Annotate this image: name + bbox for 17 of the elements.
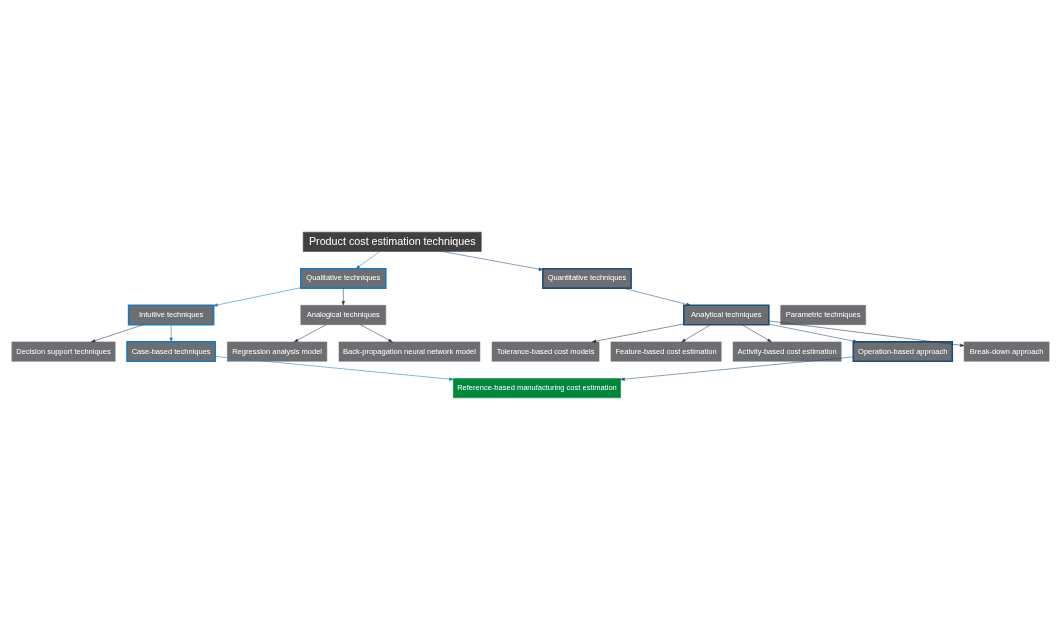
arrow (741, 324, 772, 343)
arrow (591, 323, 684, 343)
arrow (91, 324, 144, 343)
arrow (355, 251, 380, 269)
arrow (215, 356, 454, 381)
arrow (293, 324, 327, 343)
arrow (622, 287, 691, 306)
arrow (620, 356, 854, 381)
node-box: Product cost estimation techniques (302, 231, 482, 252)
arrow (213, 287, 301, 307)
arrow (768, 323, 858, 343)
arrow (169, 324, 173, 342)
arrow (341, 288, 345, 306)
arrow (360, 324, 393, 343)
arrow (681, 324, 711, 343)
arrow (442, 251, 544, 271)
arrow (768, 320, 965, 347)
